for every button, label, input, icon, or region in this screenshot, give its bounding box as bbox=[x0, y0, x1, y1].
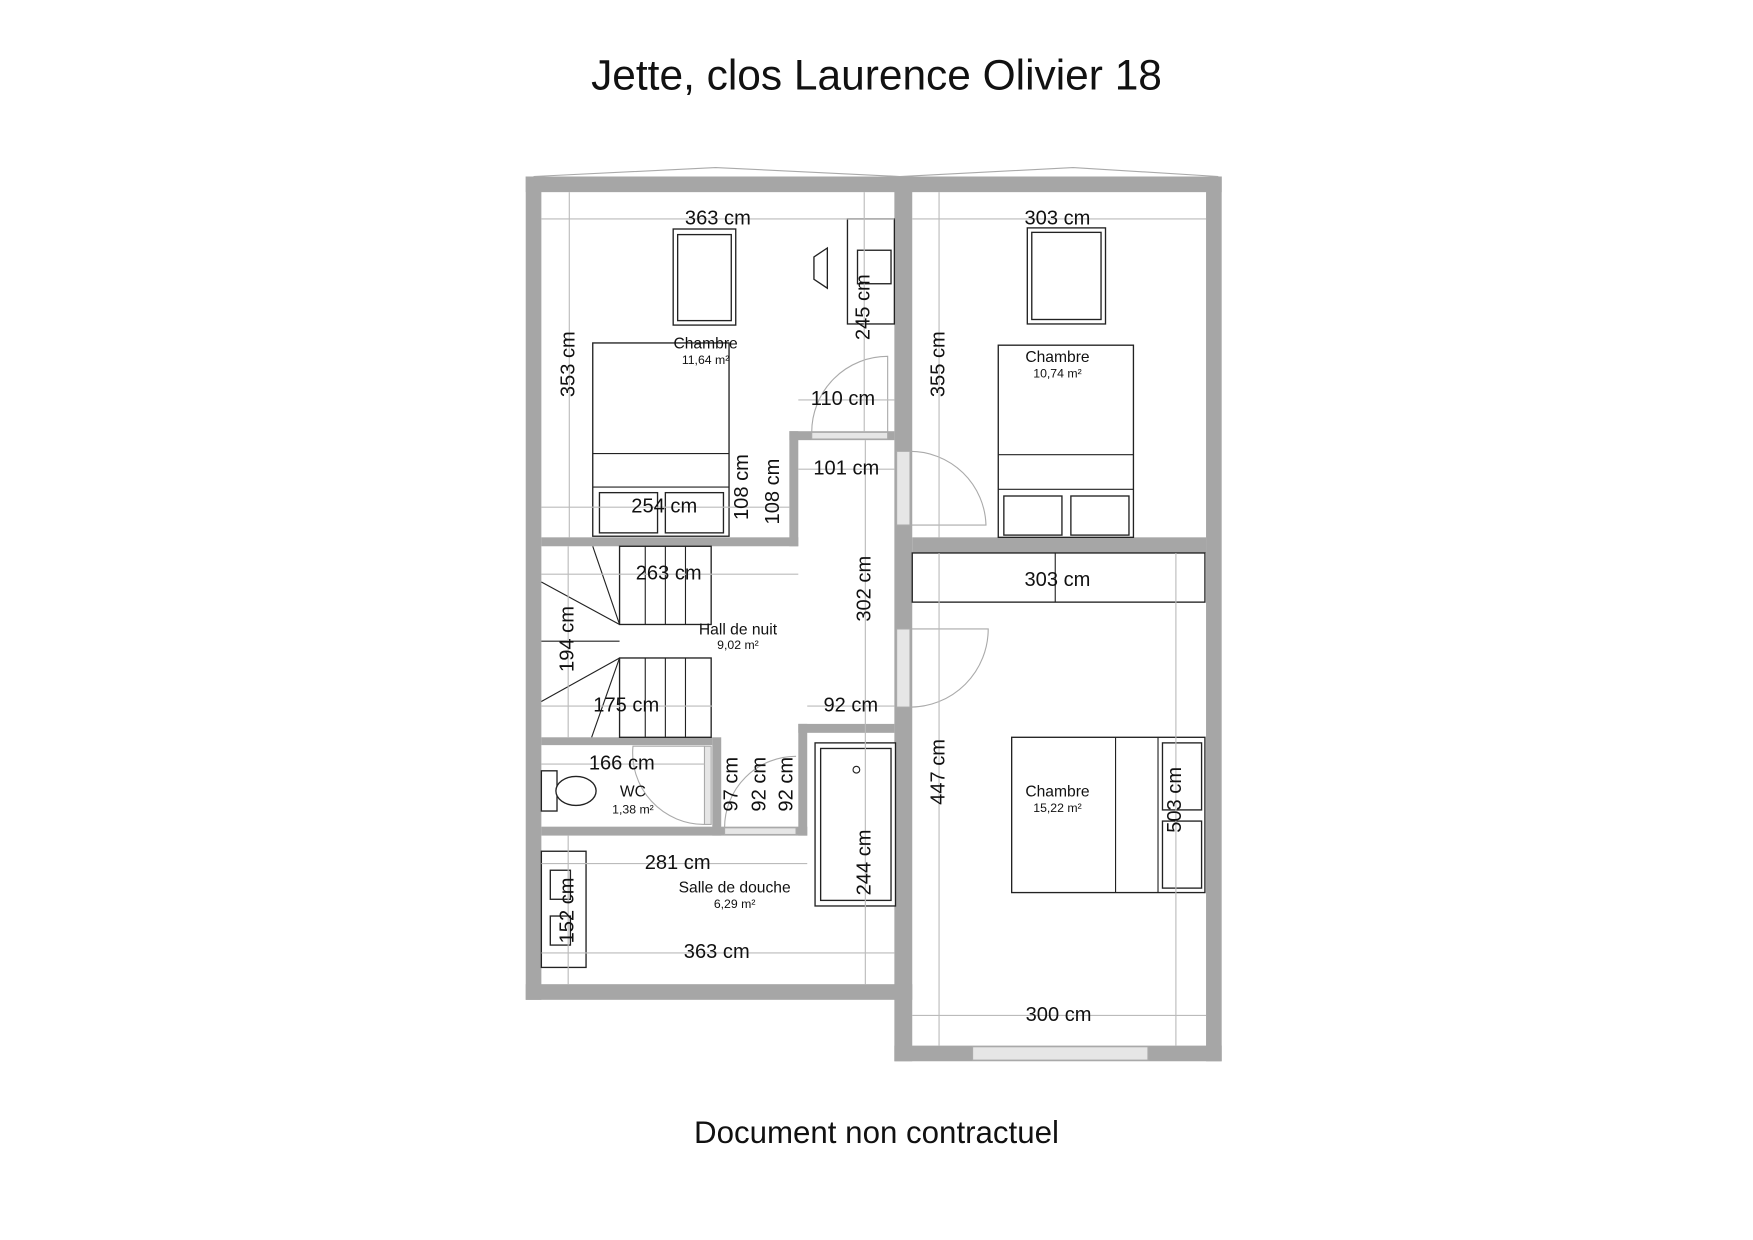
dim-label: 110 cm bbox=[811, 388, 875, 410]
dim-label: 152 cm bbox=[556, 877, 578, 943]
room-area: 9,02 m² bbox=[717, 638, 759, 652]
dim-label: 166 cm bbox=[589, 752, 655, 774]
room-name: Hall de nuit bbox=[699, 622, 778, 639]
dim-label: 447 cm bbox=[927, 739, 949, 805]
room-area: 15,22 m² bbox=[1033, 801, 1081, 815]
room-name: WC bbox=[620, 784, 646, 801]
dimension-labels: 363 cm 303 cm 353 cm 245 cm 355 cm 110 c… bbox=[556, 207, 1186, 1026]
door-chambre1[interactable] bbox=[811, 431, 889, 440]
dim-label: 101 cm bbox=[813, 458, 879, 480]
door-chambre3[interactable] bbox=[896, 628, 911, 708]
staircase bbox=[541, 545, 712, 738]
dim-label: 363 cm bbox=[685, 207, 751, 229]
furniture bbox=[540, 218, 1206, 969]
walls bbox=[525, 176, 1222, 1062]
room-area: 11,64 m² bbox=[682, 353, 729, 367]
room-name: Chambre bbox=[673, 336, 737, 353]
door-salle-de-douche[interactable] bbox=[724, 827, 797, 836]
room-name: Salle de douche bbox=[679, 880, 791, 897]
room-name: Chambre bbox=[1025, 349, 1089, 366]
dim-label: 263 cm bbox=[636, 563, 702, 585]
dim-label: 353 cm bbox=[558, 331, 580, 397]
window bbox=[972, 1046, 1149, 1061]
doors-windows bbox=[533, 167, 1219, 1061]
dim-label: 303 cm bbox=[1025, 569, 1091, 591]
dim-label: 175 cm bbox=[593, 694, 659, 716]
dim-label: 92 cm bbox=[775, 757, 797, 812]
dim-label: 108 cm bbox=[731, 454, 753, 520]
dim-label: 302 cm bbox=[854, 556, 876, 622]
room-name: Chambre bbox=[1025, 784, 1089, 801]
dimension-lines bbox=[541, 192, 1207, 1046]
dim-label: 303 cm bbox=[1025, 207, 1091, 229]
dim-label: 254 cm bbox=[631, 495, 697, 517]
door-chambre2[interactable] bbox=[896, 450, 911, 526]
dim-label: 363 cm bbox=[684, 941, 750, 963]
dim-label: 244 cm bbox=[854, 829, 876, 895]
dim-label: 92 cm bbox=[749, 757, 771, 812]
room-area: 1,38 m² bbox=[612, 802, 654, 816]
dim-label: 503 cm bbox=[1164, 767, 1186, 833]
door-wc[interactable] bbox=[703, 745, 712, 825]
room-area: 10,74 m² bbox=[1033, 367, 1081, 381]
dim-label: 300 cm bbox=[1026, 1004, 1092, 1026]
room-area: 6,29 m² bbox=[714, 897, 756, 911]
plan-title: Jette, clos Laurence Olivier 18 bbox=[591, 51, 1162, 98]
dim-label: 108 cm bbox=[762, 459, 784, 525]
room-labels: Chambre 11,64 m² Chambre 10,74 m² Hall d… bbox=[612, 336, 1089, 912]
dim-label: 97 cm bbox=[721, 757, 743, 812]
dim-label: 92 cm bbox=[823, 694, 878, 716]
disclaimer: Document non contractuel bbox=[694, 1115, 1059, 1150]
dim-label: 281 cm bbox=[645, 852, 711, 874]
dim-label: 194 cm bbox=[556, 606, 578, 672]
dim-label: 245 cm bbox=[853, 274, 875, 340]
dim-label: 355 cm bbox=[927, 331, 949, 397]
